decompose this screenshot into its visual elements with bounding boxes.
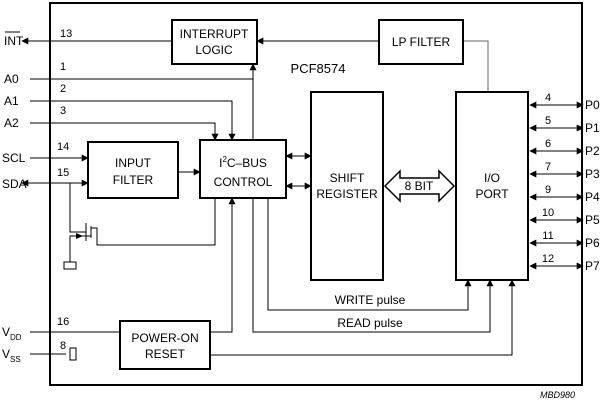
port-to-lpf-line (463, 40, 489, 92)
power-on-reset-block: POWER-ON RESET (119, 320, 211, 370)
pin-a2-label: A2 (4, 116, 19, 130)
pin-sda-label: SDA (2, 177, 27, 191)
i2c-control-label-2: CONTROL (214, 175, 273, 189)
port-pin-label-p1: P1 (585, 121, 600, 135)
port-pin-number-p7: 12 (542, 253, 554, 265)
i2c-control-block: I2C–BUS CONTROL (199, 139, 287, 199)
input-filter-label-2: FILTER (113, 173, 154, 187)
interrupt-logic-label-2: LOGIC (195, 43, 233, 57)
port-pin-label-p3: P3 (585, 167, 600, 181)
read-pulse-line (252, 198, 494, 333)
pin-a0-label: A0 (4, 72, 19, 86)
input-filter-block: INPUT FILTER (87, 141, 179, 199)
transistor-source-wire (69, 235, 91, 262)
read-pulse-label: READ pulse (337, 316, 403, 330)
i2c-control-label-1: I2C–BUS (219, 155, 267, 170)
a2-line (30, 122, 219, 141)
interrupt-logic-label-1: INTERRUPT (180, 27, 249, 41)
pin-a1-label: A1 (4, 94, 19, 108)
pin-vss-label: VSS (2, 347, 21, 364)
pin-int-label: INT (4, 34, 24, 48)
chip-name: PCF8574 (291, 61, 346, 76)
port-pin-label-p6: P6 (585, 236, 600, 250)
pin-sda-number: 15 (57, 167, 69, 179)
port-pin-number-p5: 10 (542, 207, 554, 219)
lp-filter-label: LP FILTER (392, 35, 451, 49)
port-pin-label-p0: P0 (585, 98, 600, 112)
io-port-label-1: I/O (484, 171, 500, 185)
reset-to-control-line (210, 197, 236, 333)
bus-label: 8 BIT (405, 179, 434, 193)
write-pulse-label: WRITE pulse (335, 293, 406, 307)
port-pin-label-p5: P5 (585, 213, 600, 227)
pin-scl-label: SCL (2, 151, 26, 165)
io-port-label-2: PORT (475, 187, 509, 201)
pin-int-number: 13 (60, 28, 72, 40)
ground-symbol (63, 261, 77, 270)
shift-register-block: SHIFT REGISTER (310, 91, 384, 281)
interrupt-logic-block: INTERRUPT LOGIC (171, 19, 258, 65)
eight-bit-bus: 8 BIT (383, 169, 456, 203)
pin-scl-number: 14 (57, 141, 69, 153)
shift-register-label-1: SHIFT (330, 171, 365, 185)
reference-code: MBD980 (540, 390, 575, 400)
pin-vss-number: 8 (60, 340, 66, 352)
pin-vdd-label: VDD (2, 325, 22, 342)
power-on-reset-label-2: RESET (145, 347, 186, 361)
port-pin-number-p0: 4 (545, 92, 551, 104)
port-pin-number-p1: 5 (545, 115, 551, 127)
power-on-reset-label-1: POWER-ON (131, 331, 198, 345)
port-pin-number-p4: 9 (545, 184, 551, 196)
a0-line (30, 78, 254, 140)
pin-a0-number: 1 (60, 61, 66, 73)
transistor-arrow (76, 233, 83, 239)
a1-line (30, 100, 236, 141)
input-filter-label-1: INPUT (115, 156, 152, 170)
port-pin-number-p2: 6 (545, 138, 551, 150)
lp-filter-block: LP FILTER (378, 19, 464, 65)
pin-a1-number: 2 (60, 83, 66, 95)
port-pin-label-p2: P2 (585, 144, 600, 158)
port-pin-label-p4: P4 (585, 190, 600, 204)
vss-terminal-symbol (69, 347, 77, 361)
shift-register-label-2: REGISTER (316, 187, 378, 201)
transistor-gate-wire (69, 183, 86, 233)
pin-a2-number: 3 (60, 105, 66, 117)
port-pin-number-p3: 7 (545, 161, 551, 173)
port-pin-label-p7: P7 (585, 259, 600, 273)
reset-to-port-line (210, 279, 516, 356)
write-pulse-line (267, 198, 472, 311)
pin-vdd-number: 16 (57, 316, 69, 328)
io-port-block: I/O PORT (455, 91, 529, 281)
transistor-drive-wire (91, 198, 216, 246)
port-pin-number-p6: 11 (542, 230, 553, 242)
